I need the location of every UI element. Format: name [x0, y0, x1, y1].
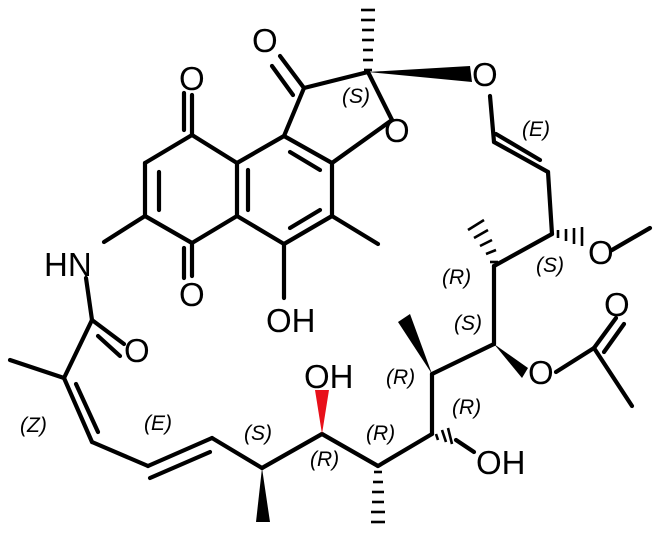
- wedge-bond: [256, 468, 270, 522]
- bond-layer: [7, 53, 653, 481]
- atom-label: OH: [476, 444, 526, 481]
- stereo-descriptors: (S) (E) (S) (R) (S) (R) (R) (R) (R) (S) …: [20, 85, 564, 471]
- stereo-descriptor: (E): [522, 118, 550, 141]
- atom-label: O: [588, 234, 614, 271]
- hashed-bond: [556, 227, 584, 246]
- stereo-descriptor: (R): [310, 448, 339, 471]
- stereo-descriptor: (R): [366, 422, 395, 445]
- atom-label: O: [124, 332, 150, 369]
- atom-labels: O O O O O HN O OH O O O OH OH: [44, 22, 630, 481]
- wedge-bond-highlighted: [315, 390, 329, 434]
- hashed-bond: [434, 427, 454, 445]
- wedge-bond: [368, 66, 472, 82]
- wedge-bond: [494, 344, 528, 378]
- atom-label: O: [252, 22, 278, 59]
- atom-label: HN: [44, 246, 92, 283]
- hashed-bond: [467, 218, 498, 264]
- stereo-descriptor: (E): [144, 412, 172, 435]
- atom-label: O: [528, 354, 554, 391]
- stereo-descriptor: (S): [342, 85, 370, 108]
- stereo-descriptor: (Z): [20, 414, 47, 437]
- stereo-descriptor: (R): [452, 396, 481, 419]
- wedge-bond: [398, 314, 432, 374]
- atom-label: O: [384, 112, 410, 149]
- stereo-descriptor: (S): [244, 422, 272, 445]
- stereo-descriptor: (S): [536, 254, 564, 277]
- stereo-descriptor: (R): [442, 266, 471, 289]
- atom-label: O: [472, 56, 498, 93]
- stereo-bonds: [256, 8, 584, 524]
- stereo-descriptor: (S): [454, 312, 482, 335]
- stereo-descriptor: (R): [386, 366, 415, 389]
- atom-label: O: [179, 60, 205, 97]
- atom-label: OH: [304, 358, 354, 395]
- atom-label: O: [604, 286, 630, 323]
- hashed-bond: [371, 470, 385, 524]
- atom-label: OH: [266, 302, 316, 339]
- atom-label: O: [179, 276, 205, 313]
- hashed-bond: [361, 8, 375, 72]
